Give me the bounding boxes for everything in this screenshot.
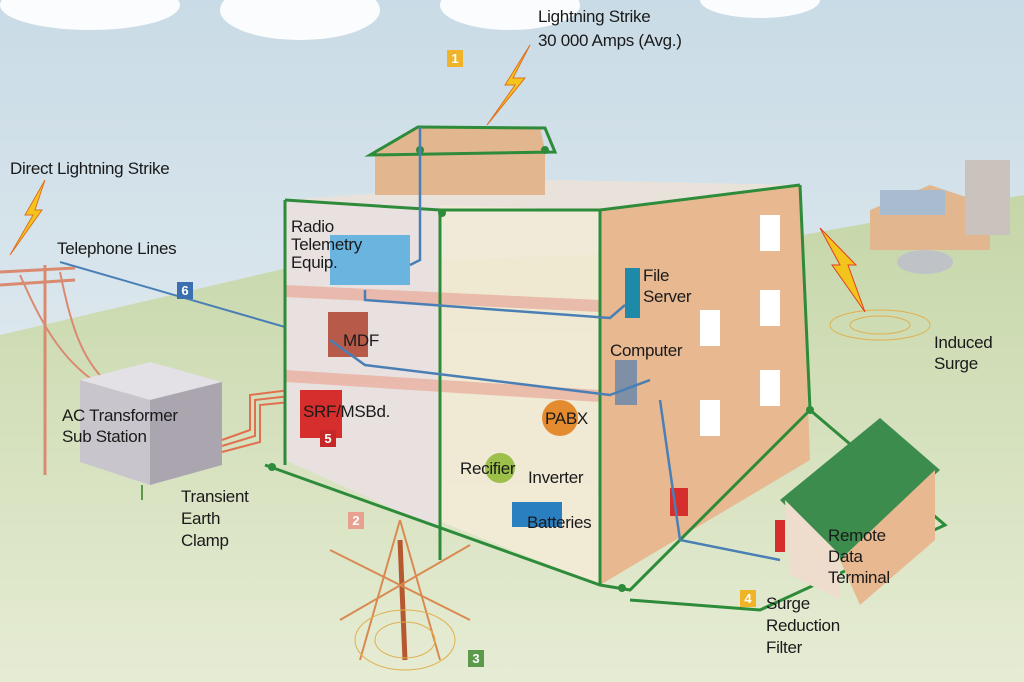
badge-5: 5 <box>320 430 336 447</box>
mdf-label: MDF <box>343 331 379 350</box>
label-line: Induced <box>934 333 993 352</box>
radio-telemetry-label: Radio Telemetry Equip. <box>291 218 362 272</box>
batteries <box>512 502 562 527</box>
clouds <box>0 0 820 40</box>
lightning-strike-label: Lightning Strike <box>538 7 651 26</box>
file-server-label: File Server <box>643 265 692 307</box>
label-line: Clamp <box>181 531 229 550</box>
transient-earth-clamp-label: Transient Earth Clamp <box>181 486 249 552</box>
signal-lines <box>329 127 781 562</box>
label-line: Data <box>828 547 863 566</box>
ground-rod <box>329 519 471 671</box>
power-feed <box>221 389 291 453</box>
radio-telemetry-equipment <box>330 235 410 285</box>
label-line: Equip. <box>291 253 338 272</box>
telephone-lines-label: Telephone Lines <box>57 239 177 258</box>
batteries-label: Batteries <box>527 513 592 532</box>
ac-transformer-label: AC Transformer Sub Station <box>62 405 178 447</box>
label-line: Sub Station <box>62 427 147 446</box>
label-line: AC Transformer <box>62 406 178 425</box>
lightning-bolt-icons <box>9 44 866 313</box>
lightning-bolt-icon <box>819 227 866 313</box>
direct-strike-label: Direct Lightning Strike <box>10 159 170 178</box>
lightning-amps-label: 30 000 Amps (Avg.) <box>538 31 682 50</box>
equipment <box>300 235 688 527</box>
computer-label: Computer <box>610 341 683 360</box>
induced-surge-label: Induced Surge <box>934 332 993 374</box>
remote-house <box>775 418 940 605</box>
label-line: Earth <box>181 509 221 528</box>
rectifier-label: Recifier <box>460 459 516 478</box>
pabx-label: PABX <box>545 409 588 428</box>
label-line: Transient <box>181 487 249 506</box>
badge-1: 1 <box>447 50 463 67</box>
badge-2: 2 <box>348 512 364 529</box>
label-line: Filter <box>766 638 802 657</box>
label-line: Radio <box>291 217 334 236</box>
utility-pole <box>0 265 111 475</box>
label-line: Terminal <box>828 568 890 587</box>
label-line: Telemetry <box>291 235 362 254</box>
file-server <box>625 268 640 318</box>
surge-reduction-filter-label: Surge Reduction Filter <box>766 593 840 659</box>
badge-3: 3 <box>468 650 484 667</box>
srf-label: SRF/MSBd. <box>303 402 391 421</box>
label-line: Server <box>643 287 692 306</box>
label-line: File <box>643 266 670 285</box>
inverter-label: Inverter <box>528 468 584 487</box>
label-line: Surge <box>766 594 810 613</box>
badge-6: 6 <box>177 282 193 299</box>
induced-surge-rings <box>829 309 931 341</box>
factory <box>870 160 1010 274</box>
mdf-box <box>328 312 368 357</box>
badge-4: 4 <box>740 590 756 607</box>
remote-data-terminal-label: Remote Data Terminal <box>828 525 890 588</box>
label-line: Reduction <box>766 616 840 635</box>
label-line: Remote <box>828 526 886 545</box>
pabx <box>542 400 578 436</box>
lightning-bolt-icon <box>486 44 531 126</box>
lightning-bolt-icon <box>9 179 46 256</box>
computer <box>615 360 637 405</box>
label-line: Surge <box>934 354 978 373</box>
rectifier <box>485 453 515 483</box>
ac-transformer <box>80 362 222 500</box>
